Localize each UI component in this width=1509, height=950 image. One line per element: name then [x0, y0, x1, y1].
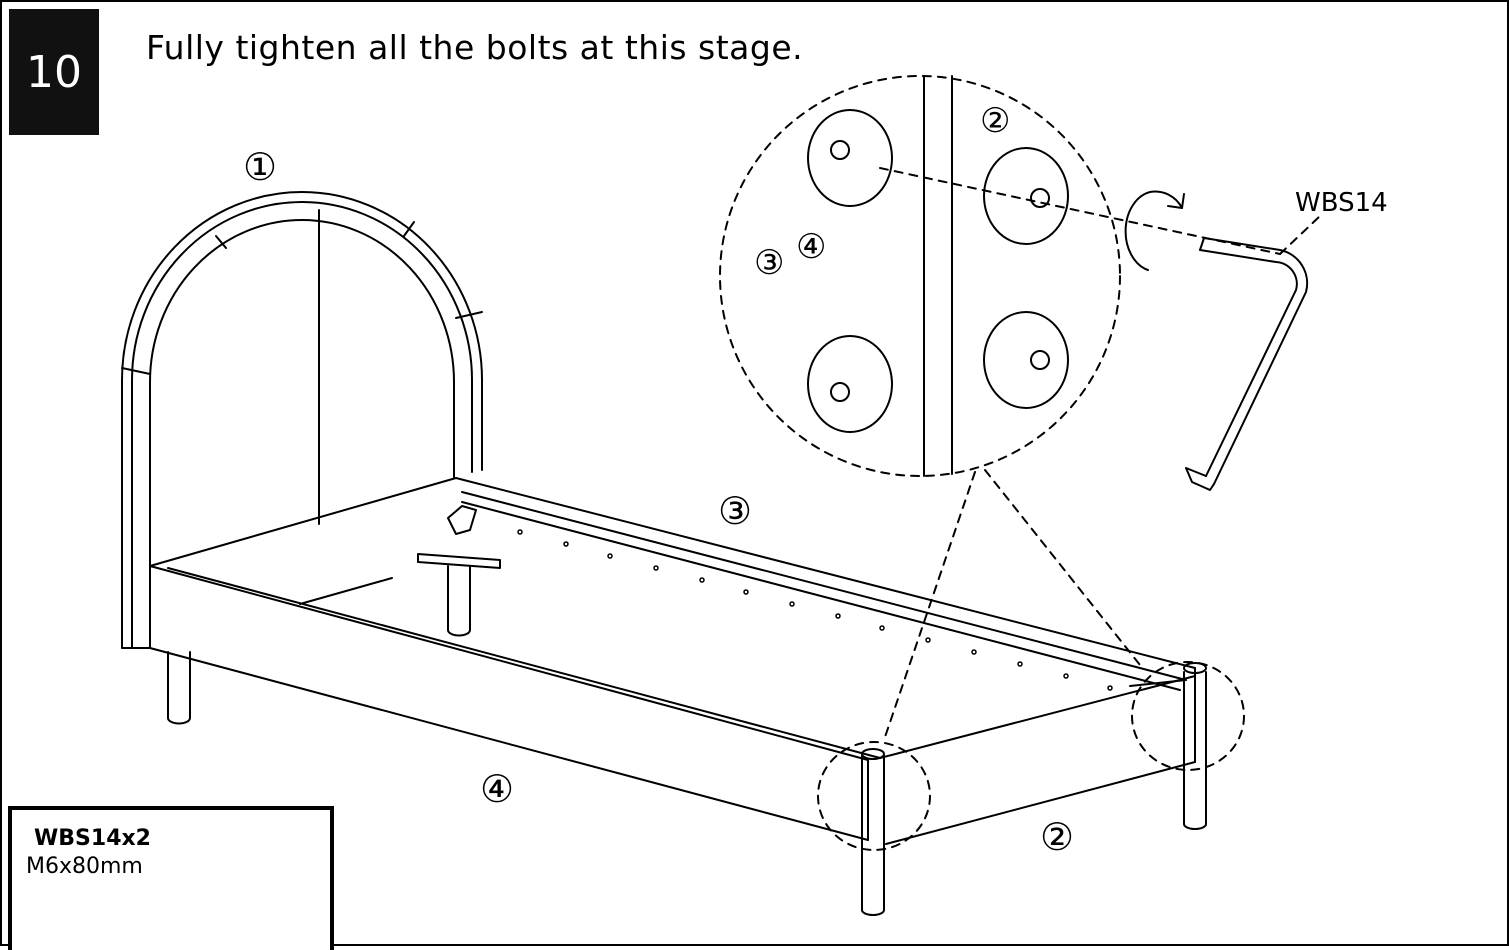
detail-view [719, 75, 1321, 851]
headboard-callout: ① [243, 145, 278, 189]
parts-box: WBS14x2 M6x80mm [8, 806, 334, 950]
tool-label: WBS14 [1295, 188, 1388, 218]
rotation-arrow [1124, 190, 1185, 271]
detail-rail-a-callout: ③ [754, 243, 785, 283]
parts-code: WBS14x2 [34, 826, 151, 851]
step-number-badge: 10 [9, 9, 99, 135]
legs [167, 565, 1207, 916]
parts-size: M6x80mm [26, 854, 143, 879]
foot-rail-callout: ② [1040, 815, 1075, 859]
step-number: 10 [26, 46, 82, 98]
bed-frame [149, 477, 1196, 845]
headboard [121, 191, 483, 649]
detail-panels [807, 75, 1069, 477]
near-side-rail-callout: ④ [480, 767, 515, 811]
far-side-rail-callout: ③ [718, 489, 753, 533]
hex-key-tool [1185, 237, 1309, 491]
detail-foot-rail-callout: ② [980, 101, 1011, 141]
detail-rail-b-callout: ④ [796, 227, 827, 267]
instruction-text: Fully tighten all the bolts at this stag… [146, 28, 804, 67]
